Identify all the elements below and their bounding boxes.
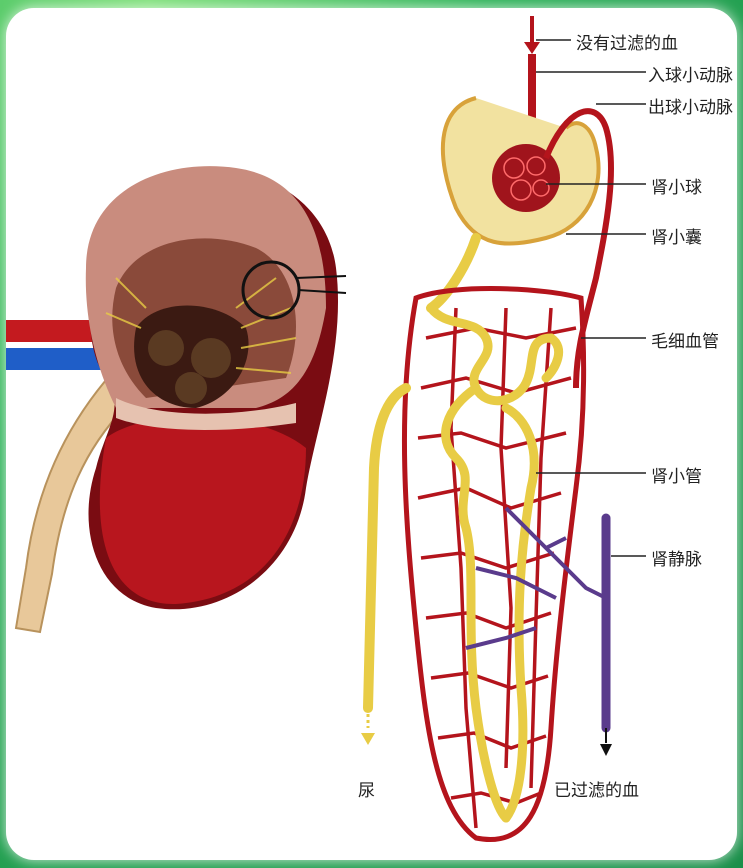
calyx xyxy=(148,330,184,366)
filtered-blood-arrowhead xyxy=(600,744,612,756)
urine-arrowhead xyxy=(361,733,375,745)
collecting-duct xyxy=(368,388,406,708)
nephron-illustration xyxy=(361,16,646,840)
label-capillary: 毛细血管 xyxy=(651,327,719,352)
renal-vein-kidney xyxy=(6,348,106,370)
label-urine: 尿 xyxy=(358,776,375,801)
label-bowmans-capsule: 肾小囊 xyxy=(651,223,702,248)
label-filtered-blood: 已过滤的血 xyxy=(554,776,639,801)
label-renal-tubule: 肾小管 xyxy=(651,462,702,487)
label-unfiltered-blood: 没有过滤的血 xyxy=(576,29,678,54)
label-glomerulus: 肾小球 xyxy=(651,173,702,198)
kidney-lower-lobe xyxy=(100,417,306,604)
tubule-neck xyxy=(431,238,476,308)
capillary-mesh xyxy=(418,308,576,828)
label-efferent-arteriole: 出球小动脉 xyxy=(648,93,733,118)
kidney-illustration xyxy=(6,166,346,632)
unfiltered-blood-arrowhead xyxy=(524,42,540,54)
calyx xyxy=(191,338,231,378)
label-renal-vein: 肾静脉 xyxy=(651,545,702,570)
diagram-card: 没有过滤的血 入球小动脉 出球小动脉 肾小球 肾小囊 毛细血管 肾小管 肾静脉 … xyxy=(6,8,737,860)
calyx xyxy=(175,372,207,404)
kidney-nephron-diagram xyxy=(6,8,737,860)
label-afferent-arteriole: 入球小动脉 xyxy=(648,61,733,86)
